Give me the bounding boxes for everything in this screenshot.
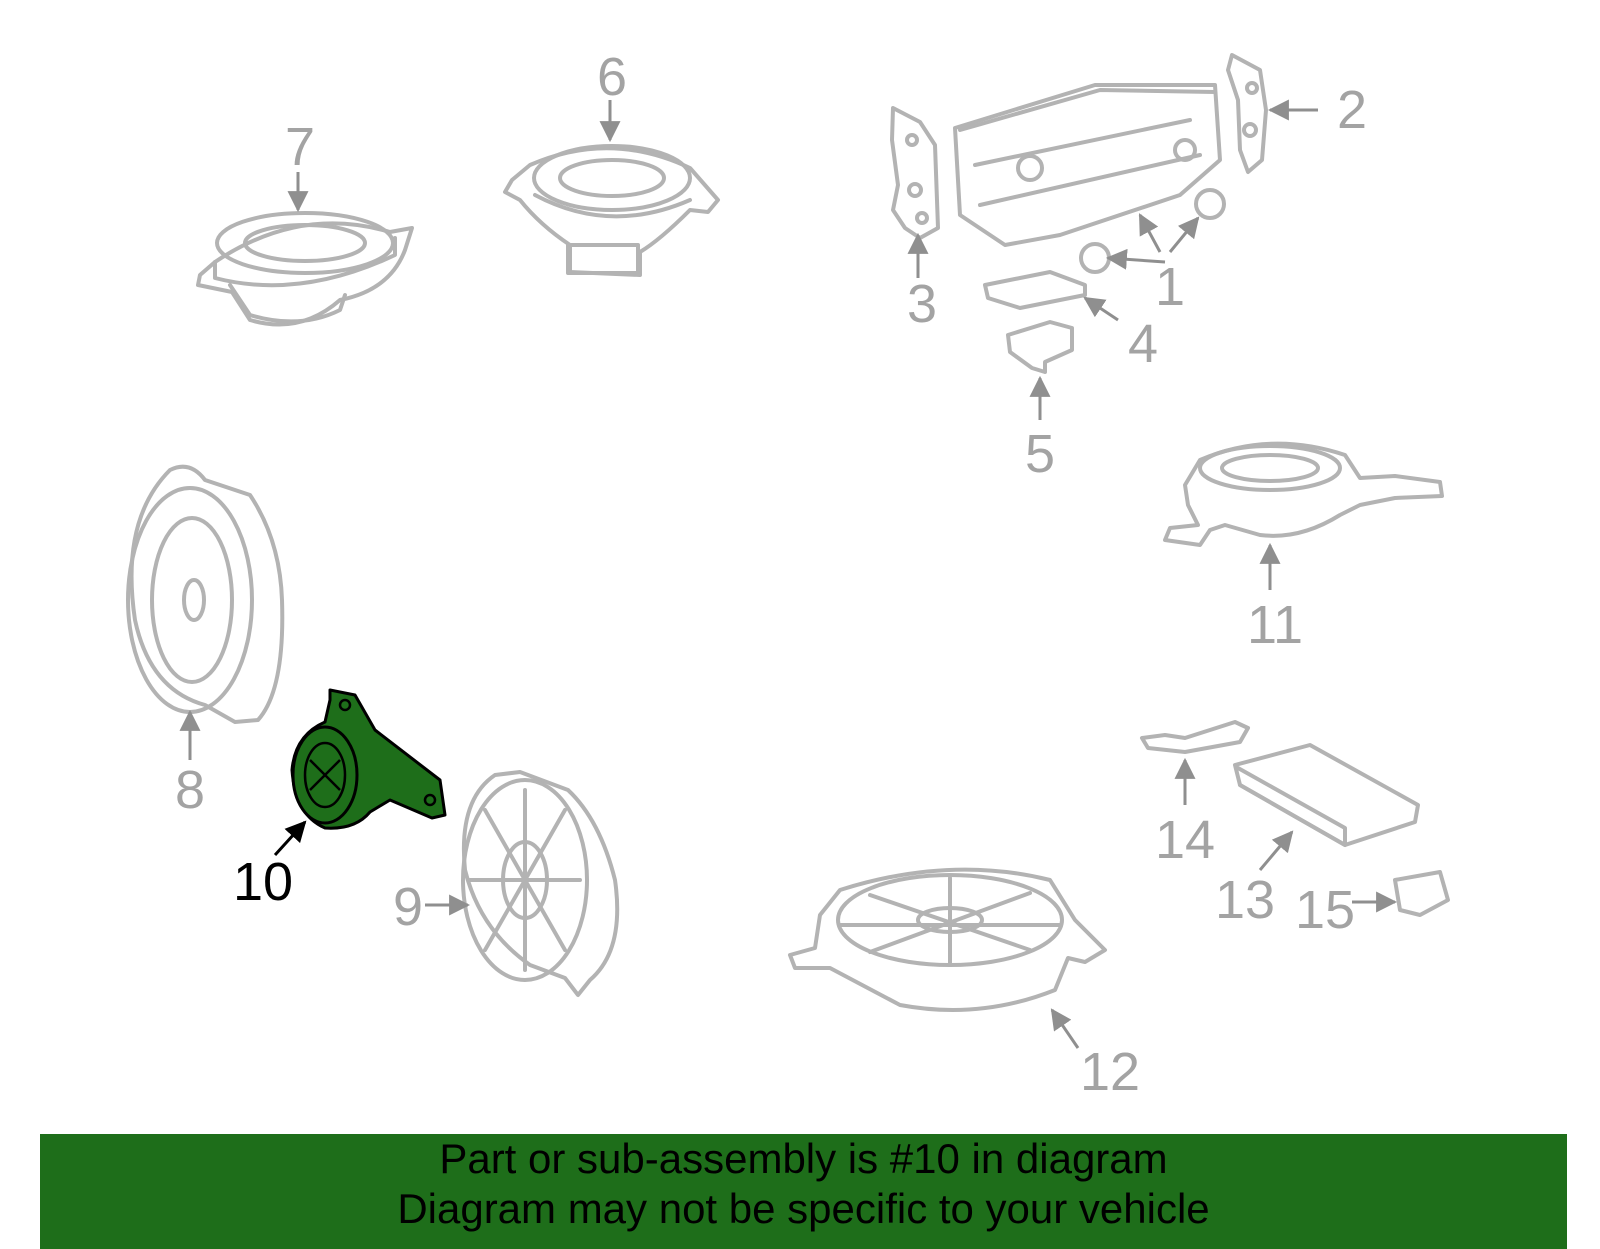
callout-5: 5 [1025, 424, 1055, 484]
footer-line-disclaimer: Diagram may not be specific to your vehi… [397, 1185, 1210, 1232]
tweeter-part-10[interactable] [290, 688, 447, 830]
footer-banner: Part or sub-assembly is #10 in diagram D… [40, 1134, 1567, 1249]
leader-arrows [179, 99, 1398, 1049]
speaker-part-11[interactable] [1163, 441, 1444, 547]
speaker-part-8[interactable] [126, 464, 285, 724]
footer-line-part-number: Part or sub-assembly is #10 in diagram [439, 1135, 1168, 1182]
callout-13: 13 [1215, 870, 1275, 930]
callout-6: 6 [597, 47, 627, 107]
callout-7: 7 [285, 117, 315, 177]
callout-11: 11 [1247, 595, 1303, 655]
module-part-5[interactable] [1006, 320, 1074, 374]
subwoofer-part-12[interactable] [788, 867, 1107, 1012]
callout-12: 12 [1080, 1042, 1140, 1102]
callout-8: 8 [175, 760, 205, 820]
bracket-part-2[interactable] [1226, 53, 1268, 174]
module-part-4[interactable] [983, 270, 1087, 310]
callout-2: 2 [1337, 80, 1367, 140]
speaker-part-7[interactable] [196, 211, 414, 327]
callout-10: 10 [233, 852, 293, 912]
bracket-part-15[interactable] [1393, 870, 1450, 917]
amplifier-part-13[interactable] [1233, 743, 1420, 847]
speaker-part-6[interactable] [503, 144, 720, 277]
radio-unit-part-1[interactable] [953, 83, 1226, 274]
callout-14: 14 [1155, 810, 1215, 870]
callout-9: 9 [393, 877, 423, 937]
bracket-part-14[interactable] [1140, 720, 1250, 754]
speaker-part-9[interactable] [461, 770, 620, 997]
callout-15: 15 [1295, 880, 1355, 940]
callout-4: 4 [1128, 314, 1158, 374]
callout-3: 3 [907, 274, 937, 334]
callout-1: 1 [1155, 257, 1185, 317]
bracket-part-3[interactable] [890, 106, 940, 240]
